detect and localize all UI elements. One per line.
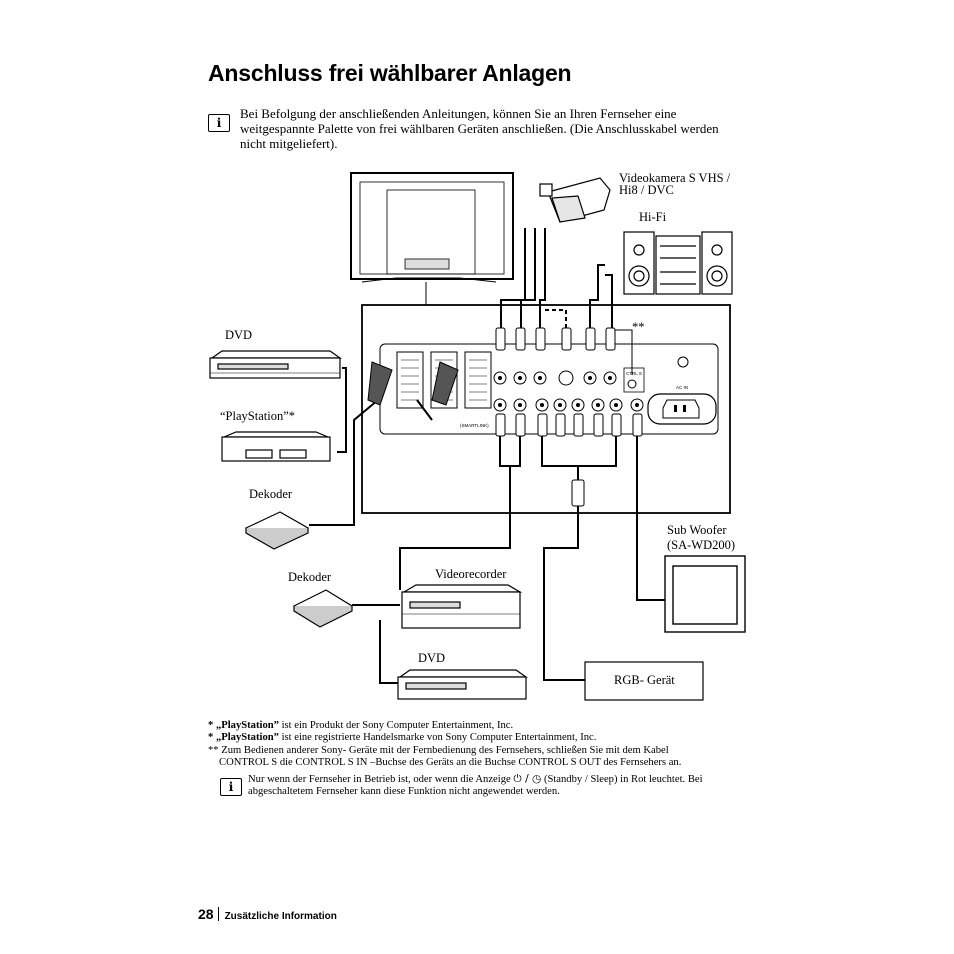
standby-note-text-b: (Standby / Sleep) in Rot leuchtet. Bei a… xyxy=(248,774,703,798)
ctrl-s-label: CTRL S xyxy=(626,371,642,376)
playstation-illustration xyxy=(221,431,331,462)
label-dekoder-2: Dekoder xyxy=(288,570,332,584)
label-videorecorder: Videorecorder xyxy=(435,567,507,581)
page-number: 28 xyxy=(198,906,214,922)
dekoder2-illustration xyxy=(292,589,354,628)
footnote-3-line1: ** Zum Bedienen anderer Sony- Geräte mit… xyxy=(208,744,669,756)
footer-section: Zusätzliche Information xyxy=(224,911,337,922)
footnote-1-text: ist ein Produkt der Sony Computer Entert… xyxy=(278,720,514,731)
intro-paragraph: Bei Befolgung der anschließenden Anleitu… xyxy=(240,106,719,151)
footnotes: * „PlayStation” ist ein Produkt der Sony… xyxy=(208,720,748,769)
label-rgb-device: RGB- Gerät xyxy=(614,673,675,687)
info-icon-note: i xyxy=(220,778,242,796)
page-footer: 28 Zusätzliche Information xyxy=(198,906,337,924)
videorecorder-illustration xyxy=(401,584,523,629)
dvd-player-top-illustration xyxy=(209,350,342,379)
footnote-2-text: ist eine registrierte Handelsmarke von S… xyxy=(278,732,597,744)
dekoder1-illustration xyxy=(244,511,310,550)
label-double-star: ** xyxy=(632,320,645,334)
footnote-3-line2: CONTROL S die CONTROL S IN –Buchse des G… xyxy=(219,756,682,768)
page-title: Anschluss frei wählbarer Anlagen xyxy=(208,60,572,86)
label-subwoofer-line1: Sub Woofer xyxy=(667,523,727,537)
standby-note-text-a: Nur wenn der Fernseher in Betrieb ist, o… xyxy=(248,774,514,785)
label-dvd-top: DVD xyxy=(225,328,252,342)
standby-sleep-icons: ⏻ / ◷ xyxy=(513,773,542,785)
label-videokamera-line1: Videokamera S VHS / xyxy=(619,171,731,185)
footnote-1-mark: * „PlayStation” xyxy=(208,720,279,731)
label-dekoder-1: Dekoder xyxy=(249,487,293,501)
rear-panel-illustration: CTRL S AC IN (SMARTLINK) xyxy=(361,304,731,514)
label-hifi: Hi-Fi xyxy=(639,210,667,224)
info-icon: i xyxy=(208,114,230,132)
label-dvd-bottom: DVD xyxy=(418,651,445,665)
footer-separator xyxy=(217,907,219,921)
label-subwoofer-line2: (SA-WD200) xyxy=(667,538,735,552)
label-playstation: “PlayStation”* xyxy=(220,409,295,423)
standby-note: Nur wenn der Fernseher in Betrieb ist, o… xyxy=(248,773,748,799)
rgb-device-box xyxy=(584,661,704,701)
cables xyxy=(309,228,665,684)
footnote-2-mark: * „PlayStation” xyxy=(208,732,279,744)
rca-plugs xyxy=(495,327,643,507)
subwoofer-illustration xyxy=(664,555,746,633)
ac-in-label: AC IN xyxy=(676,385,688,390)
dvd-player-bottom-illustration xyxy=(397,669,528,700)
smartlink-label: (SMARTLINK) xyxy=(460,423,489,428)
label-videokamera-line2: Hi8 / DVC xyxy=(619,183,674,197)
scart-plugs xyxy=(367,361,459,406)
hifi-illustration xyxy=(623,231,733,295)
videocamera-illustration xyxy=(539,177,611,223)
tv-rear-illustration xyxy=(350,172,514,305)
